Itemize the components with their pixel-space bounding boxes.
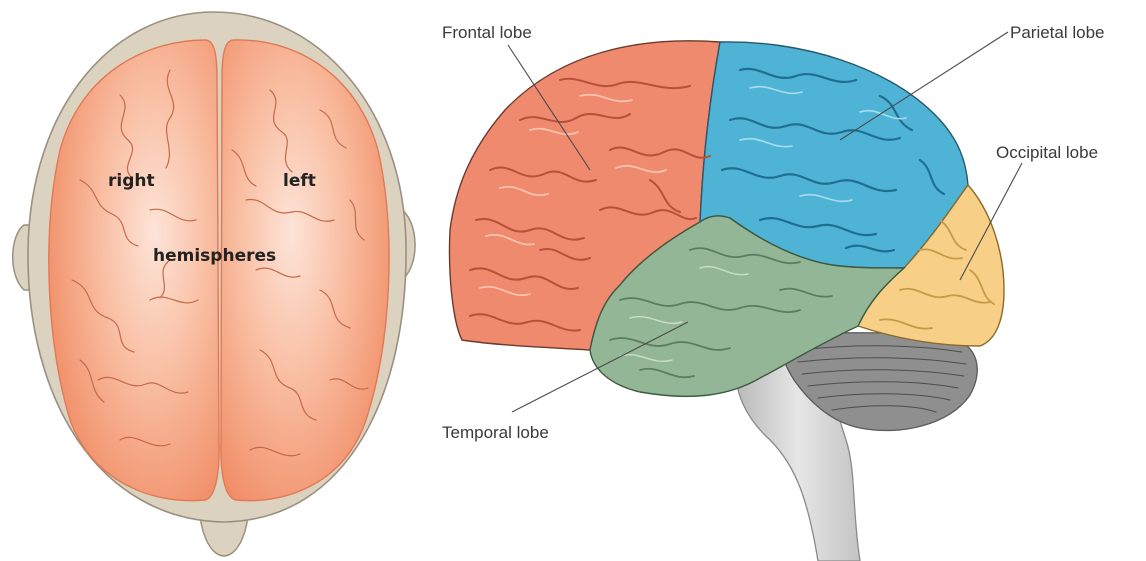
label-occipital-lobe: Occipital lobe: [996, 143, 1098, 162]
label-hemispheres: hemispheres: [153, 246, 276, 266]
label-left: left: [283, 171, 316, 191]
side-view: Frontal lobe Parietal lobe Occipital lob…: [442, 23, 1105, 561]
label-frontal-lobe: Frontal lobe: [442, 23, 532, 42]
top-view: right left hemispheres: [13, 12, 415, 556]
label-right: right: [108, 171, 155, 191]
label-temporal-lobe: Temporal lobe: [442, 423, 549, 442]
label-parietal-lobe: Parietal lobe: [1010, 23, 1105, 42]
